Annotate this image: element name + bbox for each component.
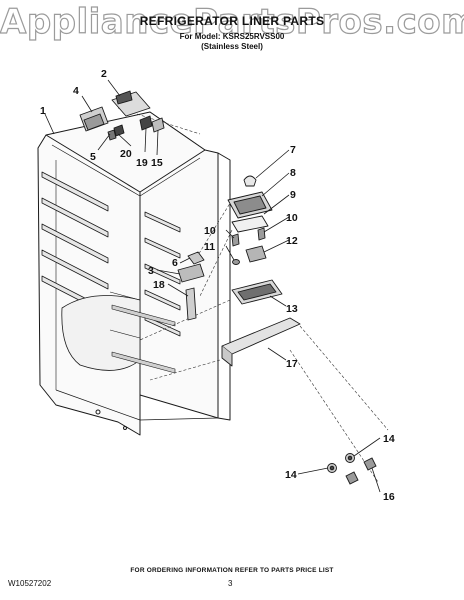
callout-11: 11	[204, 241, 215, 253]
watermark: AppliancePartsPros.com	[0, 1, 464, 42]
callout-10-right: 10	[286, 212, 298, 224]
callout-14-lower: 14	[285, 469, 297, 481]
control-knob-15	[151, 117, 165, 133]
screw-16-upper	[363, 457, 377, 471]
callout-18: 18	[153, 279, 165, 291]
page-number: 3	[228, 579, 233, 588]
callout-5: 5	[90, 151, 96, 163]
callout-13: 13	[286, 303, 298, 315]
callout-12: 12	[286, 235, 298, 247]
callout-20: 20	[120, 148, 132, 160]
callout-8: 8	[290, 167, 296, 179]
screw-16-lower	[345, 471, 359, 485]
document-number: W10527202	[8, 579, 52, 588]
page-title: REFRIGERATOR LINER PARTS	[139, 14, 325, 28]
callout-16: 16	[383, 491, 395, 503]
callout-14-upper: 14	[383, 433, 395, 445]
crisper-recess	[61, 295, 141, 371]
light-lens-9	[231, 215, 269, 233]
callout-17: 17	[286, 358, 298, 370]
finish-line: (Stainless Steel)	[201, 42, 263, 51]
callout-9: 9	[290, 189, 296, 201]
control-knob-19	[139, 115, 153, 131]
callout-10-left: 10	[204, 225, 216, 237]
callout-6: 6	[172, 257, 178, 269]
cover-17	[221, 317, 301, 355]
model-line: For Model: KSRS25RVSS00	[179, 32, 285, 41]
part-3	[177, 263, 205, 283]
screw-10-left	[231, 233, 240, 247]
callout-19: 19	[136, 157, 148, 169]
part-6	[187, 251, 205, 265]
callout-2: 2	[101, 68, 107, 80]
callout-15: 15	[151, 157, 163, 169]
light-socket-12	[245, 245, 267, 263]
ordering-note: FOR ORDERING INFORMATION REFER TO PARTS …	[130, 567, 334, 574]
callout-3: 3	[148, 265, 154, 277]
callout-4: 4	[73, 85, 79, 97]
control-knob-20	[113, 124, 125, 137]
part-18	[185, 287, 197, 321]
left-shelf-rails	[41, 171, 109, 316]
callout-1: 1	[40, 105, 46, 117]
screw-10-right	[257, 227, 266, 241]
right-shelf-rails	[144, 211, 181, 337]
callout-7: 7	[290, 144, 296, 156]
part-11	[232, 259, 240, 265]
light-bulb-7	[243, 175, 257, 187]
